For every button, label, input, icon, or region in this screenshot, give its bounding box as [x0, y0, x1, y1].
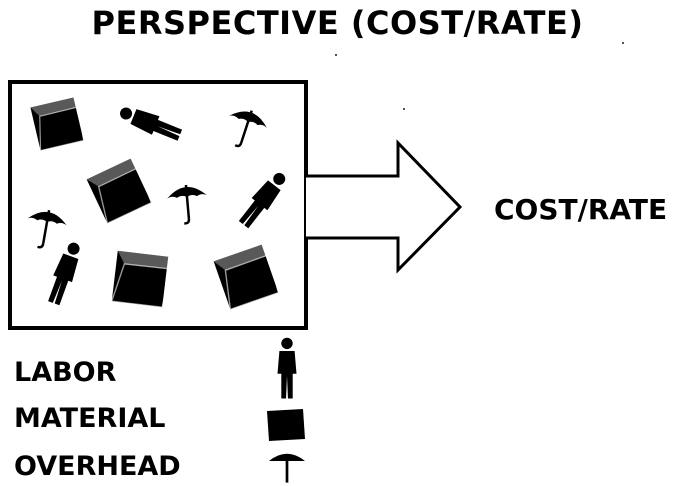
labor-legend-person-icon: [277, 337, 297, 399]
legend-label-overhead: OVERHEAD: [14, 451, 181, 482]
output-label: COST/RATE: [494, 193, 668, 226]
overhead-legend-umbrella-icon: [269, 453, 305, 483]
scan-speck: [335, 54, 337, 56]
scan-speck: [622, 42, 624, 44]
scan-speck: [403, 108, 405, 110]
output-arrow: [306, 139, 463, 274]
legend-label-labor: LABOR: [14, 357, 117, 388]
material-legend-cube-icon: [267, 409, 305, 441]
legend-label-material: MATERIAL: [14, 403, 166, 434]
diagram-title: PERSPECTIVE (COST/RATE): [91, 4, 584, 42]
